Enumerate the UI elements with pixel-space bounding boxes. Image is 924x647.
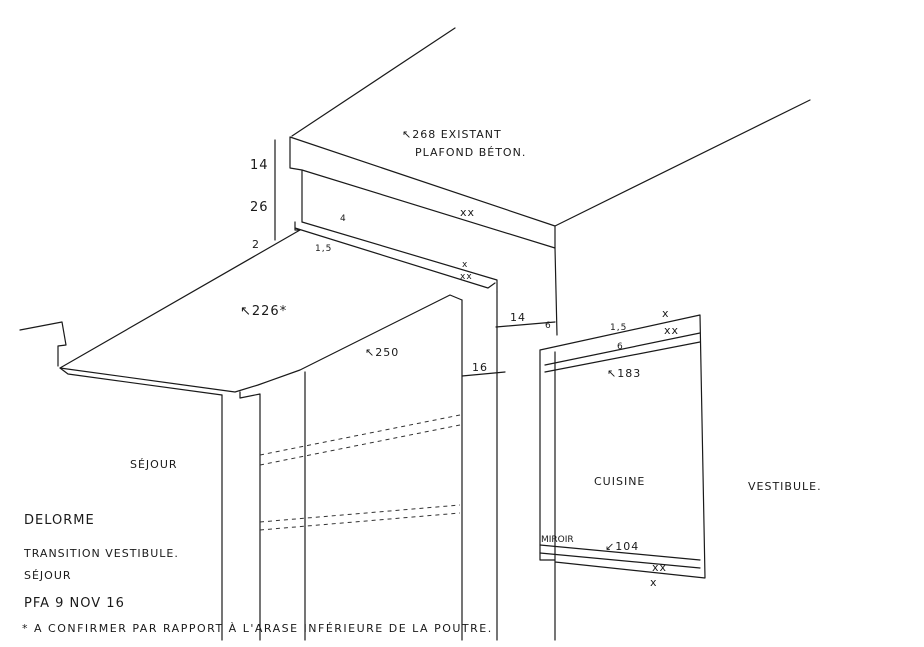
mark: xx [664, 324, 680, 337]
dim-label: 4 [340, 214, 347, 224]
ceiling-250-label: ↖250 [365, 346, 400, 359]
column [461, 291, 498, 641]
beam-right-face [554, 247, 558, 336]
dim-label: 2 [252, 238, 260, 251]
dim-label: 6 [545, 321, 552, 331]
room-label-vestibule: VESTIBULE. [748, 480, 822, 493]
mark: xx [460, 206, 476, 219]
mark: x [462, 260, 469, 270]
dim-label: 14 [510, 311, 526, 324]
ceiling-edge [554, 99, 811, 227]
ceiling-height-label: ↖268 EXISTANT [402, 128, 502, 141]
mark: x [650, 576, 658, 589]
ceiling-226-edge [59, 367, 223, 396]
room-label-sejour: SÉJOUR [130, 458, 178, 471]
dim-label: 6 [617, 342, 624, 352]
drawing-subject-2: SÉJOUR [24, 569, 72, 582]
panel-band [544, 332, 701, 373]
ceiling-material-label: PLAFOND BÉTON. [415, 146, 527, 159]
column [221, 391, 261, 641]
mirror-panel [539, 314, 706, 641]
ceiling-226-label: ↖226* [240, 304, 288, 319]
panel-183-label: ↖183 [607, 367, 642, 380]
dim-label: 26 [250, 200, 269, 215]
mark: x [662, 307, 670, 320]
dim-label: 16 [472, 361, 488, 374]
reveal [294, 221, 301, 231]
dim-label: 14 [250, 158, 269, 173]
dim-label: 1,5 [610, 323, 628, 333]
client-name: DELORME [24, 513, 95, 528]
drawing-subject: TRANSITION VESTIBULE. [24, 547, 179, 560]
panel-band [539, 544, 701, 569]
panel-104-label: ↙104 [605, 540, 640, 553]
dimension-line [461, 321, 556, 377]
mark: xx [460, 272, 473, 282]
hidden-line [259, 414, 461, 531]
room-label-cuisine: CUISINE [594, 475, 646, 488]
dim-label: 1,5 [315, 244, 333, 254]
ceiling-edge [291, 27, 456, 137]
author-date: PFA 9 NOV 16 [24, 596, 125, 611]
beam-bottom [294, 221, 498, 293]
mirror-label: MIROIR [541, 535, 574, 545]
mark: xx [652, 561, 668, 574]
beam-outline [289, 136, 556, 249]
left-wall [19, 321, 67, 367]
footnote: * A CONFIRMER PAR RAPPORT À L'ARASE INFÉ… [22, 622, 493, 635]
